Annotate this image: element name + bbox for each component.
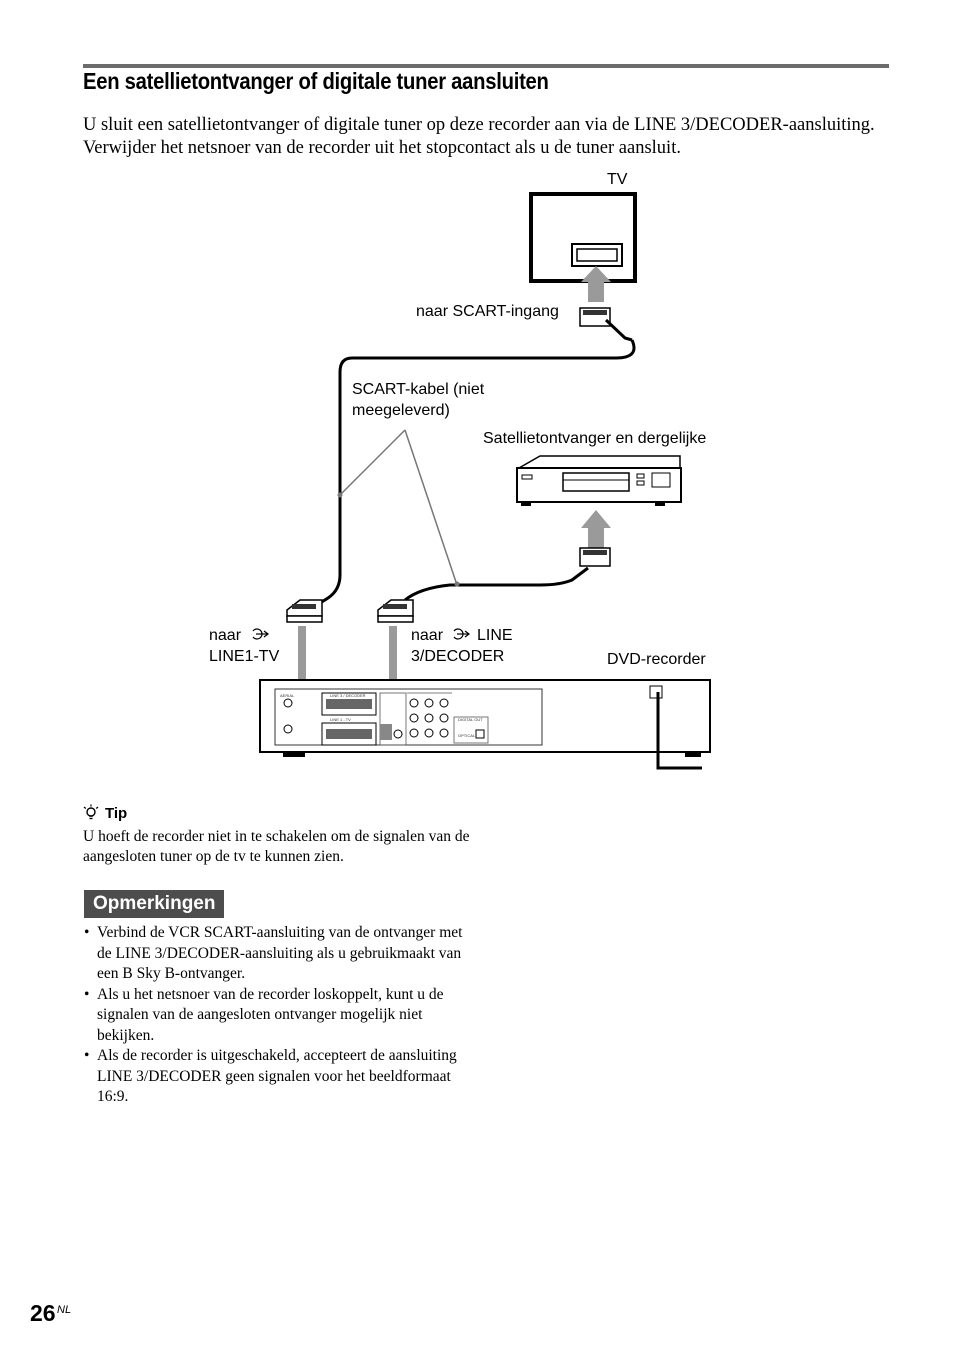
- page-number: 26: [30, 1300, 56, 1326]
- list-item: Als u het netsnoer van de recorder losko…: [83, 985, 473, 1047]
- dvd-recorder-label: DVD-recorder: [607, 651, 706, 668]
- scart-cable-tv: [305, 339, 636, 614]
- scart-plug-tv: [579, 307, 633, 342]
- line3-label-line: LINE: [477, 627, 513, 644]
- pointer-line: [339, 429, 406, 496]
- scart-plug-line3: [377, 599, 414, 623]
- page-title: Een satellietontvanger of digitale tuner…: [83, 68, 549, 94]
- cable-label-line2: meegeleverd): [352, 402, 450, 419]
- dvd-recorder-illustration: LINE 3 / DECODER LINE 1 - TV AERIAL DIGI…: [259, 679, 711, 757]
- arrow-up-to-satellite: [581, 510, 611, 548]
- tip-label: Tip: [105, 804, 128, 822]
- line3-label-to: naar: [411, 627, 444, 644]
- arrow-up-to-tv: [581, 266, 611, 302]
- scart-cable-satellite: [404, 566, 589, 602]
- svg-text:DIGITAL OUT: DIGITAL OUT: [458, 717, 483, 722]
- scart-input-label: naar SCART-ingang: [416, 303, 559, 320]
- svg-text:OPTICAL: OPTICAL: [458, 733, 476, 738]
- intro-paragraph: U sluit een satellietontvanger of digita…: [83, 115, 875, 158]
- scart-plug-satellite: [579, 547, 611, 567]
- input-arrow-icon: [252, 628, 269, 640]
- cable-label-line1: SCART-kabel (niet: [352, 381, 485, 398]
- top-rule: [83, 64, 889, 68]
- connection-diagram: LINE 3 / DECODER LINE 1 - TV AERIAL DIGI…: [209, 171, 711, 770]
- tip-heading: Tip: [83, 804, 127, 822]
- lightbulb-icon: [83, 804, 99, 820]
- line1-label-to: naar: [209, 627, 242, 644]
- satellite-receiver-illustration: [516, 455, 682, 506]
- line1-label: LINE1-TV: [209, 648, 280, 665]
- notes-list: Verbind de VCR SCART-aansluiting van de …: [83, 923, 473, 1108]
- tv-illustration: [529, 192, 637, 283]
- tip-text: U hoeft de recorder niet in te schakelen…: [83, 828, 470, 865]
- tv-label: TV: [607, 171, 628, 188]
- notes-title: Opmerkingen: [84, 890, 225, 918]
- line3-label: 3/DECODER: [411, 648, 504, 665]
- list-item: Als de recorder is uitgeschakeld, accept…: [83, 1046, 473, 1108]
- scart-plug-line1: [286, 599, 323, 623]
- svg-text:AERIAL: AERIAL: [280, 693, 295, 698]
- list-item: Verbind de VCR SCART-aansluiting van de …: [83, 923, 473, 985]
- input-arrow-icon: [453, 628, 470, 640]
- power-cord: [656, 692, 702, 770]
- svg-text:LINE 3 / DECODER: LINE 3 / DECODER: [330, 693, 366, 698]
- satellite-label: Satellietontvanger en dergelijke: [483, 430, 706, 447]
- pointer-line: [404, 429, 458, 586]
- page-language-suffix: NL: [57, 1304, 72, 1316]
- svg-text:LINE 1 - TV: LINE 1 - TV: [330, 717, 351, 722]
